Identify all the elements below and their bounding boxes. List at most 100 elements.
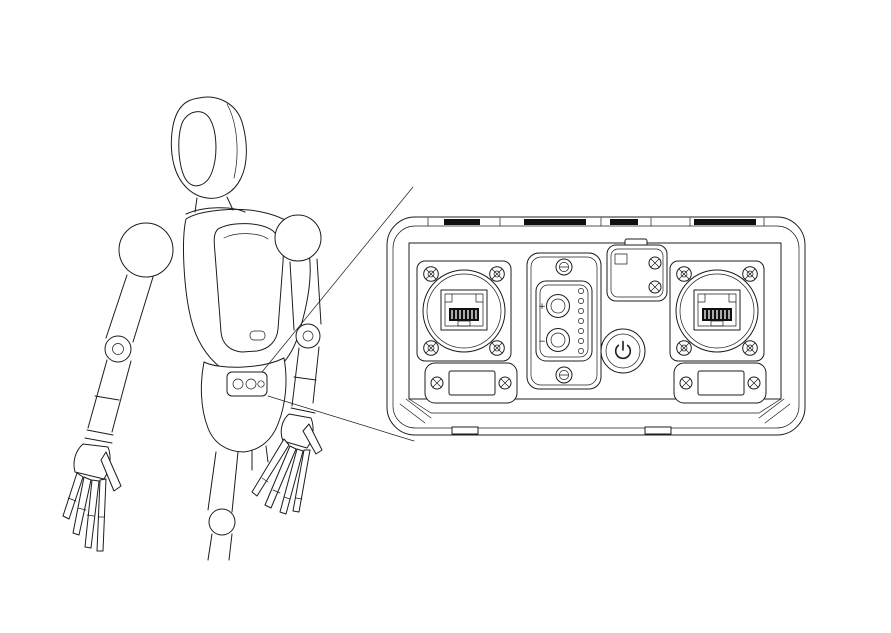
robot-collar	[185, 207, 246, 215]
corner-hatch-left	[399, 398, 432, 424]
faceplate-bottom-edge	[408, 398, 782, 414]
finger-joint-lines	[261, 477, 303, 500]
backpack-seam-line	[223, 233, 269, 240]
pin-header-dots	[578, 288, 584, 354]
robot-left-arm	[62, 274, 154, 552]
bottom-tab	[451, 426, 479, 435]
ethernet-port-right	[669, 260, 765, 362]
left-shoulder-joint	[118, 222, 174, 278]
power-body-inner	[539, 284, 589, 358]
aux-module	[606, 238, 668, 302]
vent-ticks	[427, 217, 765, 227]
slot-bracket	[424, 362, 518, 404]
thumb	[100, 451, 122, 492]
right-hand-fingers	[251, 423, 323, 515]
positive-label: +	[538, 302, 546, 312]
power-button-cap	[605, 333, 641, 369]
slot-bracket	[673, 362, 767, 404]
left-elbow-hub	[112, 343, 124, 355]
bottom-tab	[644, 426, 672, 435]
finger-joint-lines	[67, 497, 105, 518]
robot-neck	[194, 196, 234, 213]
screw-icon	[742, 266, 758, 282]
left-forearm	[87, 359, 132, 433]
thumb	[302, 423, 323, 455]
waist-connector-icon	[232, 378, 244, 390]
finger	[251, 438, 290, 497]
port-bezel-inner	[679, 273, 755, 349]
panel-inner-shell	[392, 225, 800, 429]
backpack-latch	[249, 330, 266, 341]
screw-icon	[489, 266, 505, 282]
finger	[292, 449, 311, 513]
left-thigh	[207, 451, 239, 513]
connector-panel-detail: + −	[386, 216, 806, 436]
corner-hatch-right	[758, 398, 791, 424]
left-shin	[207, 533, 233, 561]
finger	[62, 472, 84, 520]
slot-opening	[448, 370, 496, 396]
negative-label: −	[538, 337, 546, 347]
waist-button-icon	[257, 380, 265, 388]
slot-left	[424, 362, 518, 404]
finger	[84, 479, 100, 549]
power-flange-inner	[530, 256, 598, 386]
slot-right	[673, 362, 767, 404]
slot-opening	[697, 370, 745, 396]
power-button-bezel	[600, 328, 646, 374]
power-button	[600, 328, 646, 374]
screw-icon	[679, 376, 693, 390]
rj45-jack-icon	[693, 289, 741, 331]
screw-icon	[430, 376, 444, 390]
callout-leader-lines	[261, 186, 415, 442]
screw-icon	[747, 376, 761, 390]
power-connector: + −	[526, 252, 602, 390]
rj45-jack-icon	[440, 289, 488, 331]
vent-segment	[610, 219, 638, 225]
vent-segment	[524, 219, 586, 225]
right-upper-arm	[289, 258, 322, 331]
right-shoulder-joint	[274, 214, 322, 262]
helmet-seam-line	[226, 103, 238, 179]
screw-icon	[648, 280, 662, 294]
screw-icon	[423, 266, 439, 282]
left-knee-joint	[208, 508, 236, 536]
right-elbow-joint	[295, 323, 321, 349]
robot-backpack	[213, 223, 284, 353]
robot-waist-panel	[226, 371, 268, 397]
screw-icon	[742, 340, 758, 356]
screw-icon	[648, 256, 662, 270]
aux-module-inner	[610, 248, 664, 298]
right-forearm	[291, 346, 320, 407]
leader-line-lower	[267, 395, 415, 442]
vent-segment	[694, 219, 756, 225]
port-bezel-inner	[426, 273, 502, 349]
right-elbow-hub	[302, 330, 314, 342]
leader-line-upper	[261, 186, 414, 373]
robot-visor	[178, 111, 217, 187]
power-icon	[614, 340, 632, 360]
ethernet-port-left	[416, 260, 512, 362]
right-thigh	[251, 445, 269, 471]
vent-segment	[444, 219, 480, 225]
screw-icon	[555, 366, 573, 384]
aux-module-detail	[614, 253, 628, 265]
waist-panel-plate	[226, 371, 268, 397]
finger	[72, 476, 92, 536]
right-wrist	[290, 407, 316, 414]
right-palm	[280, 413, 314, 449]
robot-right-arm	[251, 258, 323, 515]
screw-icon	[489, 340, 505, 356]
left-hand-fingers	[62, 451, 122, 552]
panel-top-vents	[427, 217, 765, 227]
power-terminal-positive	[546, 294, 570, 318]
left-upper-arm	[105, 274, 154, 343]
screw-icon	[676, 266, 692, 282]
screw-icon	[555, 258, 573, 276]
power-terminal-negative	[546, 328, 570, 352]
waist-connector-icon	[245, 378, 257, 390]
robot-figure	[62, 96, 323, 561]
finger	[264, 445, 297, 509]
